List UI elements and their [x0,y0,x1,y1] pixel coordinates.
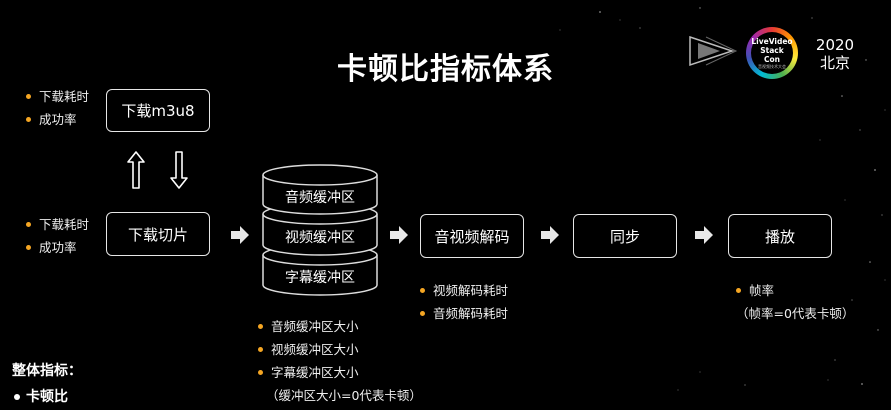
note-item: 帧率 [736,279,854,302]
sync-node: 同步 [573,214,677,258]
download-segment-notes: 下载耗时 成功率 [26,213,89,259]
event-city: 北京 [819,54,850,72]
download-m3u8-node: 下载m3u8 [106,89,210,132]
event-year: 2020 [815,36,855,54]
arrow-right-icon [231,226,249,244]
note-extra: （帧率=0代表卡顿） [736,306,855,321]
star-field-background [559,7,886,391]
download-m3u8-notes: 下载耗时 成功率 [26,85,89,131]
note-item: 视频缓冲区大小 [258,338,422,361]
note-item: 字幕缓冲区大小 [258,361,422,384]
arrow-right-icon [390,226,408,244]
note-item: 下载耗时 [26,213,89,236]
note-item: 视频解码耗时 [420,279,508,302]
video-buffer-label: 视频缓冲区 [285,230,355,246]
livevideostackcon-logo: LiveVideo Stack Con 音视频技术大会 [746,27,798,79]
audio-buffer-label: 音频缓冲区 [285,190,355,206]
logo-text-line1: LiveVideo [751,36,793,46]
buffer-notes: 音频缓冲区大小 视频缓冲区大小 字幕缓冲区大小 （缓冲区大小=0代表卡顿） [258,315,422,407]
page-title: 卡顿比指标体系 [337,52,554,87]
overall-metrics: 整体指标： 卡顿比 [12,358,82,410]
arrow-up-icon [127,151,145,189]
note-item: 成功率 [26,236,89,259]
arrow-right-icon [695,226,713,244]
buffer-stack-graphic [262,164,378,296]
play-triangle-logo-icon [689,35,738,67]
logo-text-line2: Stack [760,45,784,55]
play-node: 播放 [728,214,832,258]
subtitle-buffer-label: 字幕缓冲区 [285,270,355,286]
av-decode-node: 音视频解码 [420,214,524,258]
note-item: 音频缓冲区大小 [258,315,422,338]
overall-heading: 整体指标： [12,363,82,379]
note-item: 成功率 [26,108,89,131]
decode-notes: 视频解码耗时 音频解码耗时 [420,279,508,325]
play-notes: 帧率 （帧率=0代表卡顿） [736,279,854,325]
logo-subtitle: 音视频技术大会 [758,63,786,69]
note-item: 下载耗时 [26,85,89,108]
arrow-down-icon [170,151,188,189]
logo-text-line3: Con [764,54,780,64]
overall-item: 卡顿比 [12,384,82,410]
note-extra: （缓冲区大小=0代表卡顿） [266,388,422,403]
note-item: 音频解码耗时 [420,302,508,325]
download-segment-node: 下载切片 [106,212,210,256]
event-info: 2020 北京 [805,36,865,72]
arrow-right-icon [541,226,559,244]
